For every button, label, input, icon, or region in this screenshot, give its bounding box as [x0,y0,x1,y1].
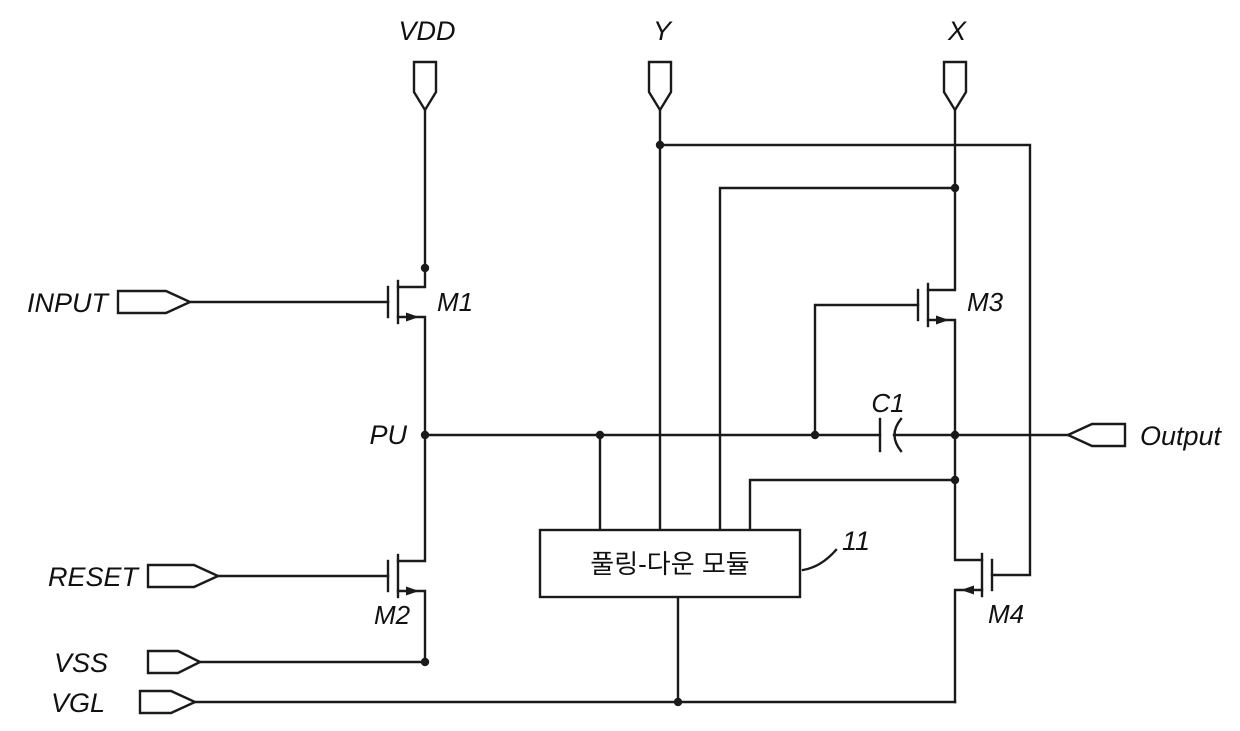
reset-terminal-pin [146,563,221,589]
junction-pu [420,430,430,440]
vdd-label: VDD [398,16,455,46]
m2-source-arrow [406,586,419,596]
junction-m1-drain [420,263,430,273]
vgl-label: VGL [51,688,105,718]
labels: VDD Y X INPUT RESET VSS VGL Output PU M1… [27,16,1223,718]
wire-x-module [718,186,957,532]
m3-source-arrow [936,315,949,325]
wire-vdd-m1-drain [396,108,427,289]
ref-11-leader-line [801,548,838,572]
vdd-terminal-pin [412,60,438,113]
junction-m3-gate [810,430,820,440]
wire-m3-source-out [926,318,957,437]
c1-label: C1 [871,388,904,418]
x-label: X [947,16,967,46]
input-terminal-pin [116,289,193,315]
pu-node-label: PU [369,420,407,450]
junction-y-branch [655,140,665,150]
junction-out-module [950,475,960,485]
c1-right-plate [893,417,903,453]
y-terminal-pin [647,60,673,113]
wire-m2-drain-pu [396,433,427,563]
input-label: INPUT [27,288,111,318]
m3-label: M3 [967,287,1004,317]
wire-m3-drain-x [926,186,957,292]
m4-label: M4 [988,599,1024,629]
wire-pu-m3-gate [813,303,920,437]
wire-y-m4-gate [658,143,1032,577]
wire-m4-drain-out [953,433,984,562]
junction-pu-module [595,430,605,440]
m1-source-arrow [406,312,419,322]
junction-x-branch [950,183,960,193]
m2-label: M2 [374,600,411,630]
reset-label: RESET [48,562,141,592]
wire-m1-source-pu [396,315,427,437]
junction-output-node [950,430,960,440]
output-terminal-pin [1065,422,1127,448]
m1-label: M1 [437,287,473,317]
x-terminal-pin [942,60,968,113]
terminal-pins [116,60,1127,715]
junction-dots [420,140,960,707]
pulldown-module-label: 풀링-다운 모듈 [590,549,749,579]
wire-m4-source-vgl [953,588,984,704]
y-label: Y [653,16,673,46]
junction-vss [420,657,430,667]
wire-out-module [748,478,957,532]
output-label: Output [1140,421,1223,451]
vss-label: VSS [54,648,108,678]
pulldown-module-box [538,528,802,599]
m4-source-arrow [961,585,974,595]
ref-11-label: 11 [842,526,870,556]
vss-terminal-pin [146,649,203,675]
wires [188,108,1070,704]
vgl-terminal-pin [138,689,198,715]
junction-vgl-module [673,697,683,707]
